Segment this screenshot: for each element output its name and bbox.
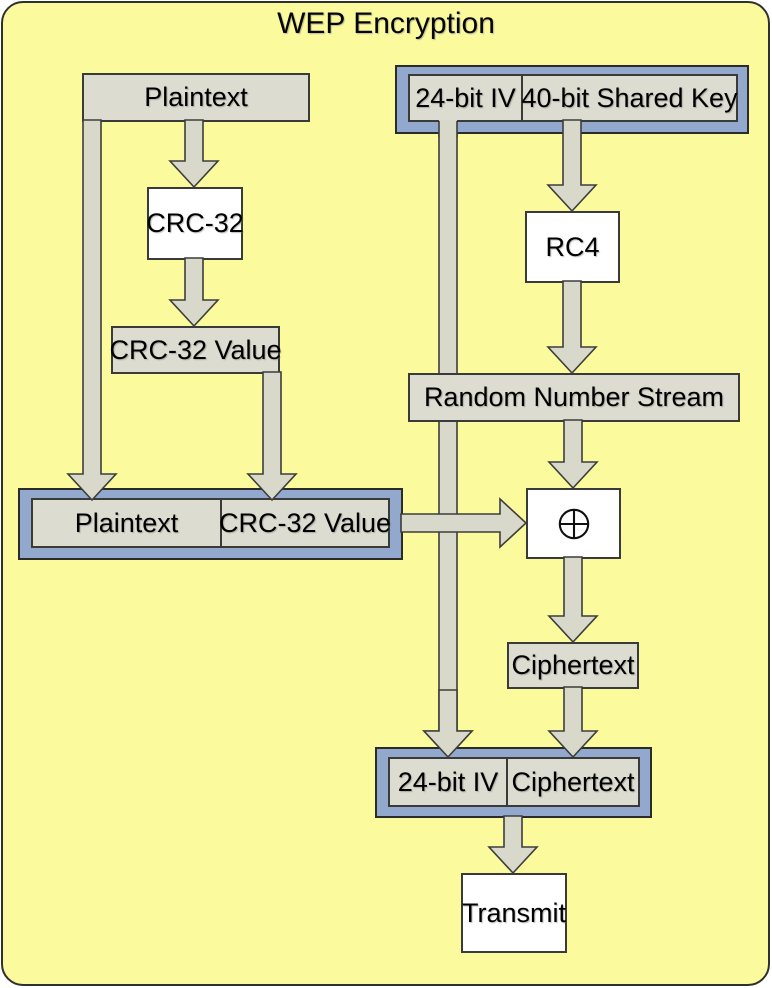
iv-ciphertext-frame: 24-bit IV Ciphertext <box>375 747 652 818</box>
random-number-stream-box: Random Number Stream <box>408 373 740 422</box>
plaintext-crc32-frame: Plaintext CRC-32 Value <box>18 488 403 560</box>
ciphertext-box: Ciphertext <box>507 642 639 689</box>
shared-key-cell: 40-bit Shared Key <box>521 74 738 122</box>
diagram-title: WEP Encryption <box>277 7 495 40</box>
plaintext-box: Plaintext <box>82 73 310 122</box>
crc32-value-box: CRC-32 Value <box>109 326 282 374</box>
iv-sharedkey-frame: 24-bit IV 40-bit Shared Key <box>395 65 749 134</box>
xor-icon <box>558 508 589 539</box>
transmit-box: Transmit <box>461 873 567 953</box>
ciphertext-output-cell: Ciphertext <box>506 757 640 807</box>
rc4-process-box: RC4 <box>525 211 620 283</box>
iv-cell: 24-bit IV <box>408 74 523 122</box>
iv-output-cell: 24-bit IV <box>388 757 508 807</box>
message-crc32-value-cell: CRC-32 Value <box>219 498 391 548</box>
message-plaintext-cell: Plaintext <box>31 498 222 548</box>
crc32-process-box: CRC-32 <box>146 187 244 260</box>
xor-box <box>526 488 621 559</box>
